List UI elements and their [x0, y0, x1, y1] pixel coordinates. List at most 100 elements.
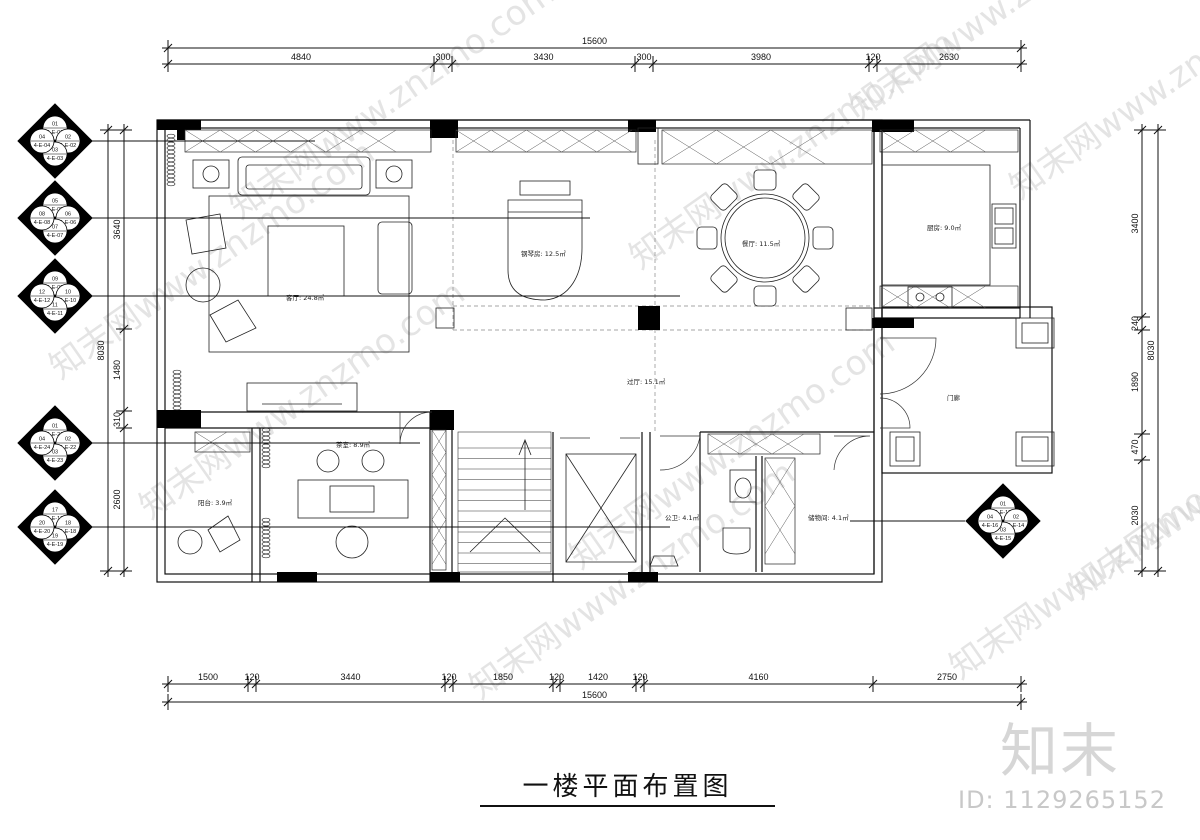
balcony-stool: [177, 529, 203, 555]
tag-reference: 4-E-03: [47, 156, 64, 162]
room-label-living: 客厅: 24.8㎡: [286, 293, 325, 302]
right-seg-dim-label: 2030: [1130, 505, 1140, 525]
tag-reference: 4-E-24: [34, 445, 51, 451]
bottom-seg-dim-label: 120: [632, 672, 647, 682]
room-label-kitchen: 厨房: 9.0㎡: [927, 223, 962, 232]
tag-number: 06: [65, 212, 71, 218]
tag-reference: 4-E-05: [47, 207, 64, 213]
dining-chair: [753, 285, 777, 307]
tag-number: 03: [52, 148, 58, 154]
bottom-seg-dim-label: 1850: [493, 672, 513, 682]
grand-piano: [507, 199, 583, 301]
dining-chair: [753, 169, 777, 191]
structural-columns: [157, 120, 914, 582]
tag-reference: 4-E-09: [47, 285, 64, 291]
tea-stool-2: [361, 449, 385, 473]
bottom-seg-dim-label: 3440: [340, 672, 360, 682]
room-label-balcony: 阳台: 3.9㎡: [198, 498, 233, 507]
tag-reference: 4-E-19: [47, 542, 64, 548]
tag-number: 01: [1000, 502, 1006, 508]
watermark-text: 知末网www.znzmo.com: [42, 133, 382, 388]
tv-bench: [377, 221, 413, 295]
foyer-pillar-2: [889, 431, 921, 467]
bottom-seg-dim-label: 120: [441, 672, 456, 682]
sofa: [237, 156, 371, 196]
balcony-chair: [207, 515, 241, 553]
tag-number: 02: [65, 135, 71, 141]
tag-number: 18: [65, 521, 71, 527]
right-total-dim-label: 8030: [1146, 340, 1156, 360]
right-seg-dim-label: 240: [1130, 316, 1140, 331]
tag-number: 05: [52, 199, 58, 205]
bottom-seg-dim-label: 1420: [588, 672, 608, 682]
tag-reference: 4-E-11: [47, 311, 63, 317]
doors: [399, 337, 937, 471]
top-seg-dim-label: 3980: [751, 52, 771, 62]
brand-watermark: 知末: [1000, 717, 1121, 785]
room-label-foyer: 门廊: [947, 393, 961, 402]
dining-chairs: [696, 169, 834, 307]
tag-number: 03: [52, 450, 58, 456]
wash-basin: [729, 469, 757, 503]
left-seg-dim-label: 1480: [112, 360, 122, 380]
bottom-total-dim-label: 15600: [582, 690, 607, 700]
tag-number: 10: [65, 290, 71, 296]
watermark-text: 知末网www.znzmo.com: [562, 323, 902, 578]
tag-number: 04: [987, 515, 993, 521]
bottom-seg-dim-label: 120: [549, 672, 564, 682]
room-label-piano: 钢琴房: 12.5㎡: [521, 249, 566, 258]
lift-shaft: [565, 453, 637, 563]
built-in-cabinets: [184, 129, 1019, 571]
tag-reference: 4-E-22: [60, 445, 77, 451]
dining-chair: [710, 183, 738, 211]
dining-chair: [710, 265, 738, 293]
left-total-dim-label: 8030: [96, 340, 106, 360]
kitchen-island: [881, 164, 991, 286]
tag-number: 08: [39, 212, 45, 218]
stove: [907, 286, 953, 308]
watermark-layer: 知末网www.znzmo.com知末网www.znzmo.com知末网www.z…: [42, 0, 1200, 707]
tag-reference: 4-E-12: [34, 298, 51, 304]
left-seg-dim-label: 310: [112, 412, 122, 427]
tag-reference: 4-E-01: [47, 130, 64, 136]
tag-number: 12: [39, 290, 45, 296]
tag-leader-lines: [92, 140, 965, 528]
tag-number: 01: [52, 424, 58, 430]
tag-reference: 4-E-07: [47, 233, 64, 239]
elevation-tags: 014-E-01024-E-02034-E-03044-E-04054-E-05…: [17, 103, 1041, 565]
piano-bench: [519, 180, 571, 196]
furniture: [177, 127, 1055, 573]
top-seg-dim-label: 2630: [939, 52, 959, 62]
left-seg-dim-label: 3640: [112, 219, 122, 239]
tag-reference: 4-E-08: [34, 220, 51, 226]
dining-chair: [792, 265, 820, 293]
room-label-hall: 过厅: 15.1㎡: [627, 377, 666, 386]
tag-reference: 4-E-15: [995, 536, 1012, 542]
top-seg-dim-label: 4840: [291, 52, 311, 62]
room-label-wc: 公卫: 4.1㎡: [665, 513, 700, 522]
tag-number: 11: [52, 303, 58, 309]
tag-number: 07: [52, 225, 58, 231]
right-seg-dim-label: 1890: [1130, 372, 1140, 392]
right-seg-dim-label: 3400: [1130, 213, 1140, 233]
sink: [991, 203, 1017, 249]
tea-table: [297, 479, 409, 519]
tag-number: 04: [39, 437, 45, 443]
tag-reference: 4-E-06: [60, 220, 77, 226]
foyer-pillar-3: [1015, 431, 1055, 467]
watermark-text: 知末网www.znzmo.com: [132, 273, 472, 528]
fireplace: [246, 382, 358, 412]
tag-reference: 4-E-23: [47, 458, 64, 464]
top-seg-dim-label: 300: [435, 52, 450, 62]
rug: [208, 195, 410, 353]
tag-number: 02: [65, 437, 71, 443]
wall-radiators: [166, 133, 271, 559]
room-labels: 客厅: 24.8㎡ 钢琴房: 12.5㎡ 餐厅: 11.5㎡ 厨房: 9.0㎡ …: [198, 223, 962, 522]
drawing-title: 一楼平面布置图: [480, 766, 775, 807]
dining-chair: [696, 226, 718, 250]
